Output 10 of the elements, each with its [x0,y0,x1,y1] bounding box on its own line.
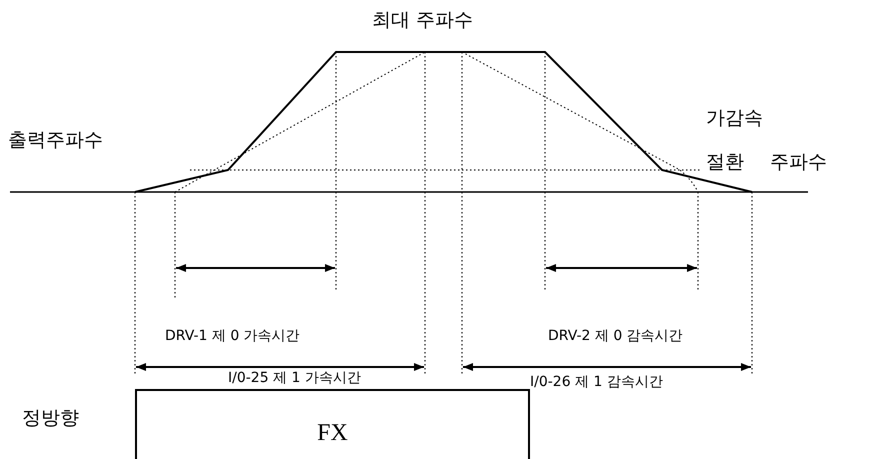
time-label: I/0-26 제 1 감속시간 [530,374,663,390]
row-label: 정방향 [22,406,79,430]
axis-label: 가감속 절환 주파수 [706,106,828,175]
axis-label: 출력주파수 [8,128,103,152]
signal-name: FX [317,419,348,447]
axis-label: 최대 주파수 [372,8,474,32]
time-label: DRV-1 제 0 가속시간 [165,328,300,344]
time-label: I/0-25 제 1 가속시간 [228,370,361,386]
time-label: DRV-2 제 0 감속시간 [548,328,683,344]
signal-box [135,389,530,459]
